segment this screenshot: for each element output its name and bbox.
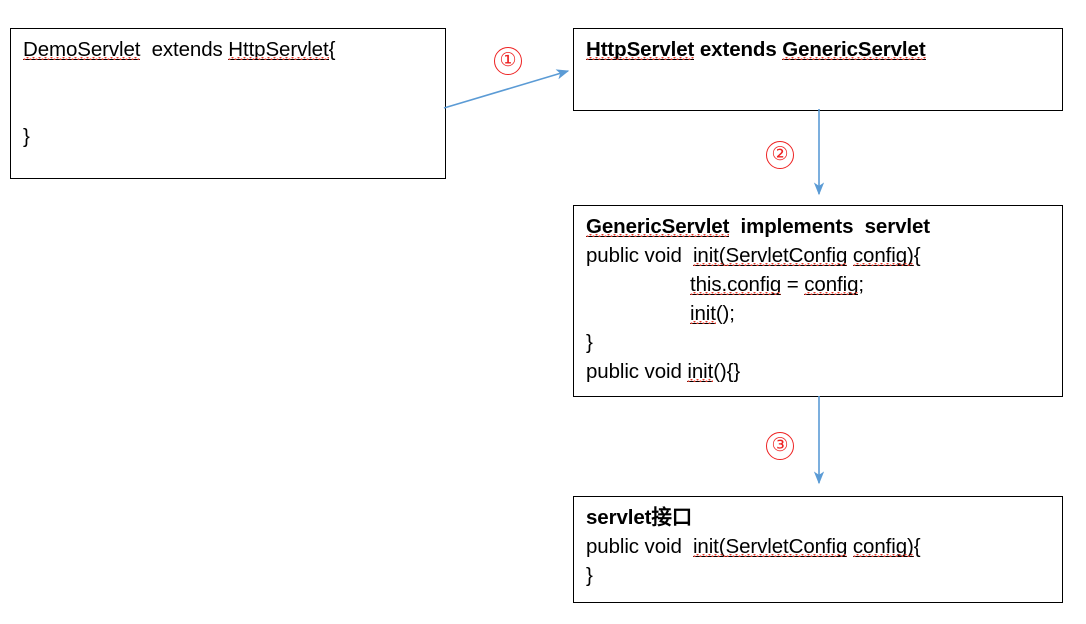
- token-gs-modifiers-2: public void: [586, 360, 688, 383]
- token-demoservlet-class: DemoServlet: [23, 38, 141, 61]
- token-sv-servletconfig: ServletConfig: [725, 535, 848, 558]
- token-httpservlet-extends: extends: [694, 38, 783, 61]
- genericservlet-line-5: }: [586, 331, 593, 354]
- servlet-line-3: }: [586, 564, 593, 587]
- token-gs-config-param: config): [852, 244, 914, 267]
- servlet-line-1: servlet接口: [586, 506, 693, 529]
- httpservlet-line-1: HttpServlet extends GenericServlet: [586, 35, 1052, 64]
- box-httpservlet[interactable]: HttpServlet extends GenericServlet: [573, 28, 1063, 111]
- genericservlet-line-1: GenericServlet implements servlet: [586, 212, 1052, 241]
- token-genericservlet-class: GenericServlet: [586, 215, 730, 238]
- demoservlet-line-4: }: [23, 125, 30, 148]
- token-sv-init-call: init(: [692, 535, 726, 558]
- token-gs-init-invoke: init: [690, 302, 716, 325]
- token-sv-config-param: config): [852, 535, 914, 558]
- token-sv-open-brace: {: [913, 535, 921, 558]
- token-gs-modifiers: public void: [586, 244, 693, 267]
- token-genericservlet-implements: implements servlet: [729, 215, 931, 238]
- token-demoservlet-extends: extends: [140, 38, 229, 61]
- token-demoservlet-super: HttpServlet: [228, 38, 329, 61]
- arrow-httpservlet-to-genericservlet: [813, 109, 825, 196]
- genericservlet-line-3: this.config = config;: [586, 270, 1052, 299]
- genericservlet-line-6: public void init(){}: [586, 357, 1052, 386]
- servlet-line-2: public void init(ServletConfig config){: [586, 532, 1052, 561]
- demoservlet-line-1: DemoServlet extends HttpServlet{: [23, 35, 435, 64]
- box-servlet-interface[interactable]: servlet接口 public void init(ServletConfig…: [573, 496, 1063, 603]
- token-demoservlet-brace: {: [328, 38, 336, 61]
- token-gs-init-call: init(: [692, 244, 726, 267]
- step-marker-3: ③: [766, 432, 794, 460]
- token-gs-config-value: config: [804, 273, 859, 296]
- token-gs-init-empty: init: [687, 360, 714, 383]
- arrow-genericservlet-to-servlet: [813, 396, 825, 485]
- token-gs-servletconfig: ServletConfig: [725, 244, 848, 267]
- demoservlet-line-3: [23, 93, 435, 122]
- step-marker-1: ①: [494, 47, 522, 75]
- token-gs-open-brace: {: [913, 244, 921, 267]
- step-marker-2: ②: [766, 141, 794, 169]
- token-gs-semicolon: ;: [858, 273, 864, 296]
- token-httpservlet-class: HttpServlet: [586, 38, 695, 61]
- token-gs-assign: =: [781, 273, 805, 296]
- genericservlet-line-2: public void init(ServletConfig config){: [586, 241, 1052, 270]
- token-sv-modifiers: public void: [586, 535, 693, 558]
- token-gs-this-config: this.config: [690, 273, 782, 296]
- box-demoservlet[interactable]: DemoServlet extends HttpServlet{ }: [10, 28, 446, 179]
- genericservlet-line-4: init();: [586, 299, 1052, 328]
- token-httpservlet-super: GenericServlet: [782, 38, 926, 61]
- demoservlet-line-2: [23, 64, 435, 93]
- box-genericservlet[interactable]: GenericServlet implements servlet public…: [573, 205, 1063, 397]
- token-gs-init-parens: ();: [715, 302, 735, 325]
- token-gs-empty-body: (){}: [713, 360, 741, 383]
